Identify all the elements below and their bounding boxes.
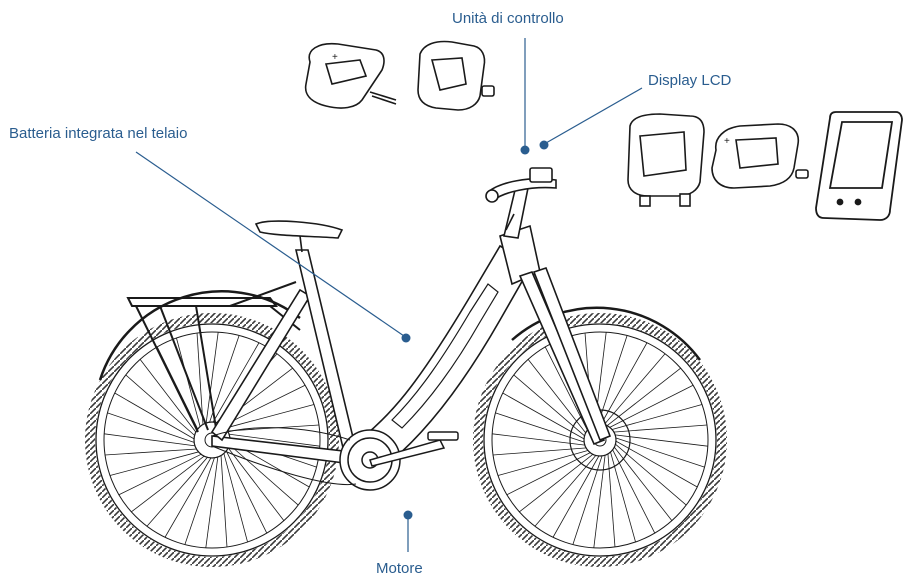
lcd-display-large xyxy=(816,112,902,220)
motor-label: Motore xyxy=(376,560,423,578)
spoke xyxy=(492,434,587,446)
spoke xyxy=(105,449,199,455)
spoke xyxy=(221,453,227,547)
spoke xyxy=(206,455,218,548)
spoke xyxy=(223,451,247,542)
saddle xyxy=(256,221,342,252)
lcd-display-label: Display LCD xyxy=(648,72,731,90)
handlebar xyxy=(486,168,556,238)
spoke xyxy=(107,413,196,443)
spoke xyxy=(614,440,697,487)
lcd-display-mount xyxy=(628,114,704,206)
spoke xyxy=(104,434,197,446)
spoke xyxy=(594,453,606,548)
control-unit-remote: + xyxy=(306,44,396,108)
lcd-display-remote: + xyxy=(712,124,808,188)
control-unit-label: Unità di controllo xyxy=(452,10,564,28)
spoke xyxy=(225,449,266,533)
svg-text:+: + xyxy=(724,136,730,147)
spoke xyxy=(613,435,708,447)
battery-label: Batteria integrata nel telaio xyxy=(9,125,187,143)
control-unit-module xyxy=(418,42,494,111)
frame xyxy=(212,226,610,470)
spoke xyxy=(553,454,600,537)
spoke xyxy=(185,456,215,545)
spoke xyxy=(110,451,201,475)
spoke xyxy=(119,453,203,494)
svg-text:+: + xyxy=(332,52,338,63)
spoke xyxy=(503,393,586,440)
spoke xyxy=(600,343,647,426)
